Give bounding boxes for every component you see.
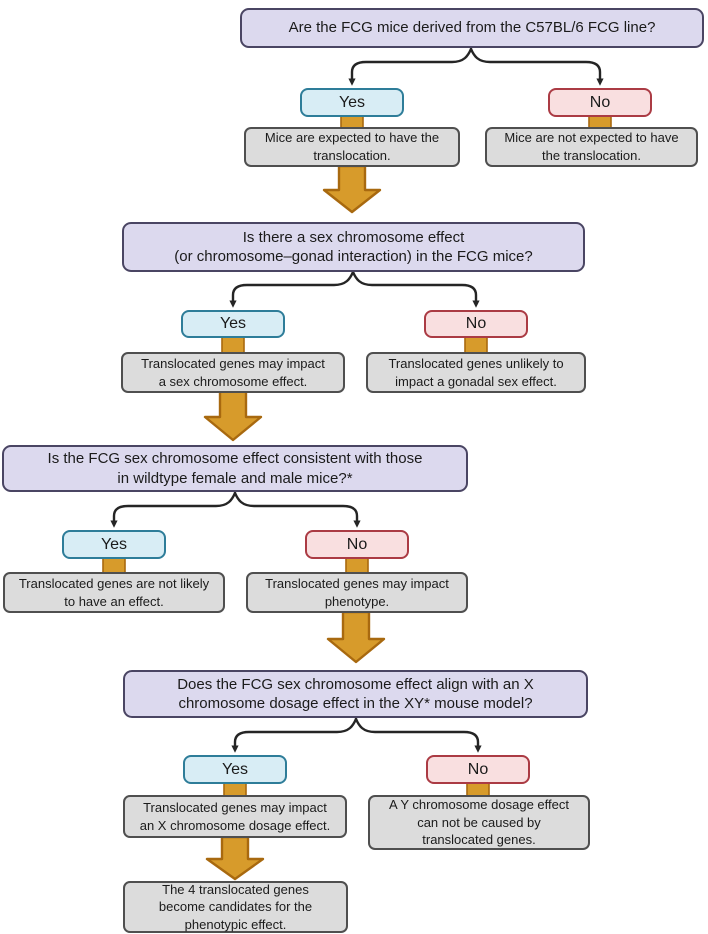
yes-box-3: Yes [62,530,166,559]
no-box-4: No [426,755,530,784]
no-box-3: No [305,530,409,559]
down-arrow-3 [326,610,386,664]
result-box-1-no: Mice are not expected to have the transl… [485,127,698,167]
yes-box-4: Yes [183,755,287,784]
branch-3-right-connector [233,491,361,528]
no-box-2: No [424,310,528,338]
yes-box-2: Yes [181,310,285,338]
branch-1-left-connector [348,47,473,86]
question-box-2: Is there a sex chromosome effect (or chr… [122,222,585,272]
result-box-2-yes: Translocated genes may impact a sex chro… [121,352,345,393]
question-box-3: Is the FCG sex chromosome effect consist… [2,445,468,492]
result-box-4-no: A Y chromosome dosage effect can not be … [368,795,590,850]
result-box-4-yes: Translocated genes may impact an X chrom… [123,795,347,838]
down-arrow-2 [203,389,263,442]
final-result-box: The 4 translocated genes become candidat… [123,881,348,933]
branch-3-left-connector [110,491,237,528]
branch-1-right-connector [469,47,604,86]
result-box-1-yes: Mice are expected to have the translocat… [244,127,460,167]
yes-box-1: Yes [300,88,404,117]
down-arrow-1 [322,164,382,214]
question-box-1: Are the FCG mice derived from the C57BL/… [240,8,704,48]
result-box-3-no: Translocated genes may impact phenotype. [246,572,468,613]
result-box-2-no: Translocated genes unlikely to impact a … [366,352,586,393]
branch-2-left-connector [229,270,355,308]
no-box-1: No [548,88,652,117]
question-box-4: Does the FCG sex chromosome effect align… [123,670,588,718]
branch-2-right-connector [351,270,480,308]
branch-4-right-connector [354,717,482,753]
result-box-3-yes: Translocated genes are not likely to hav… [3,572,225,613]
down-arrow-4 [205,835,265,881]
branch-4-left-connector [231,717,358,753]
